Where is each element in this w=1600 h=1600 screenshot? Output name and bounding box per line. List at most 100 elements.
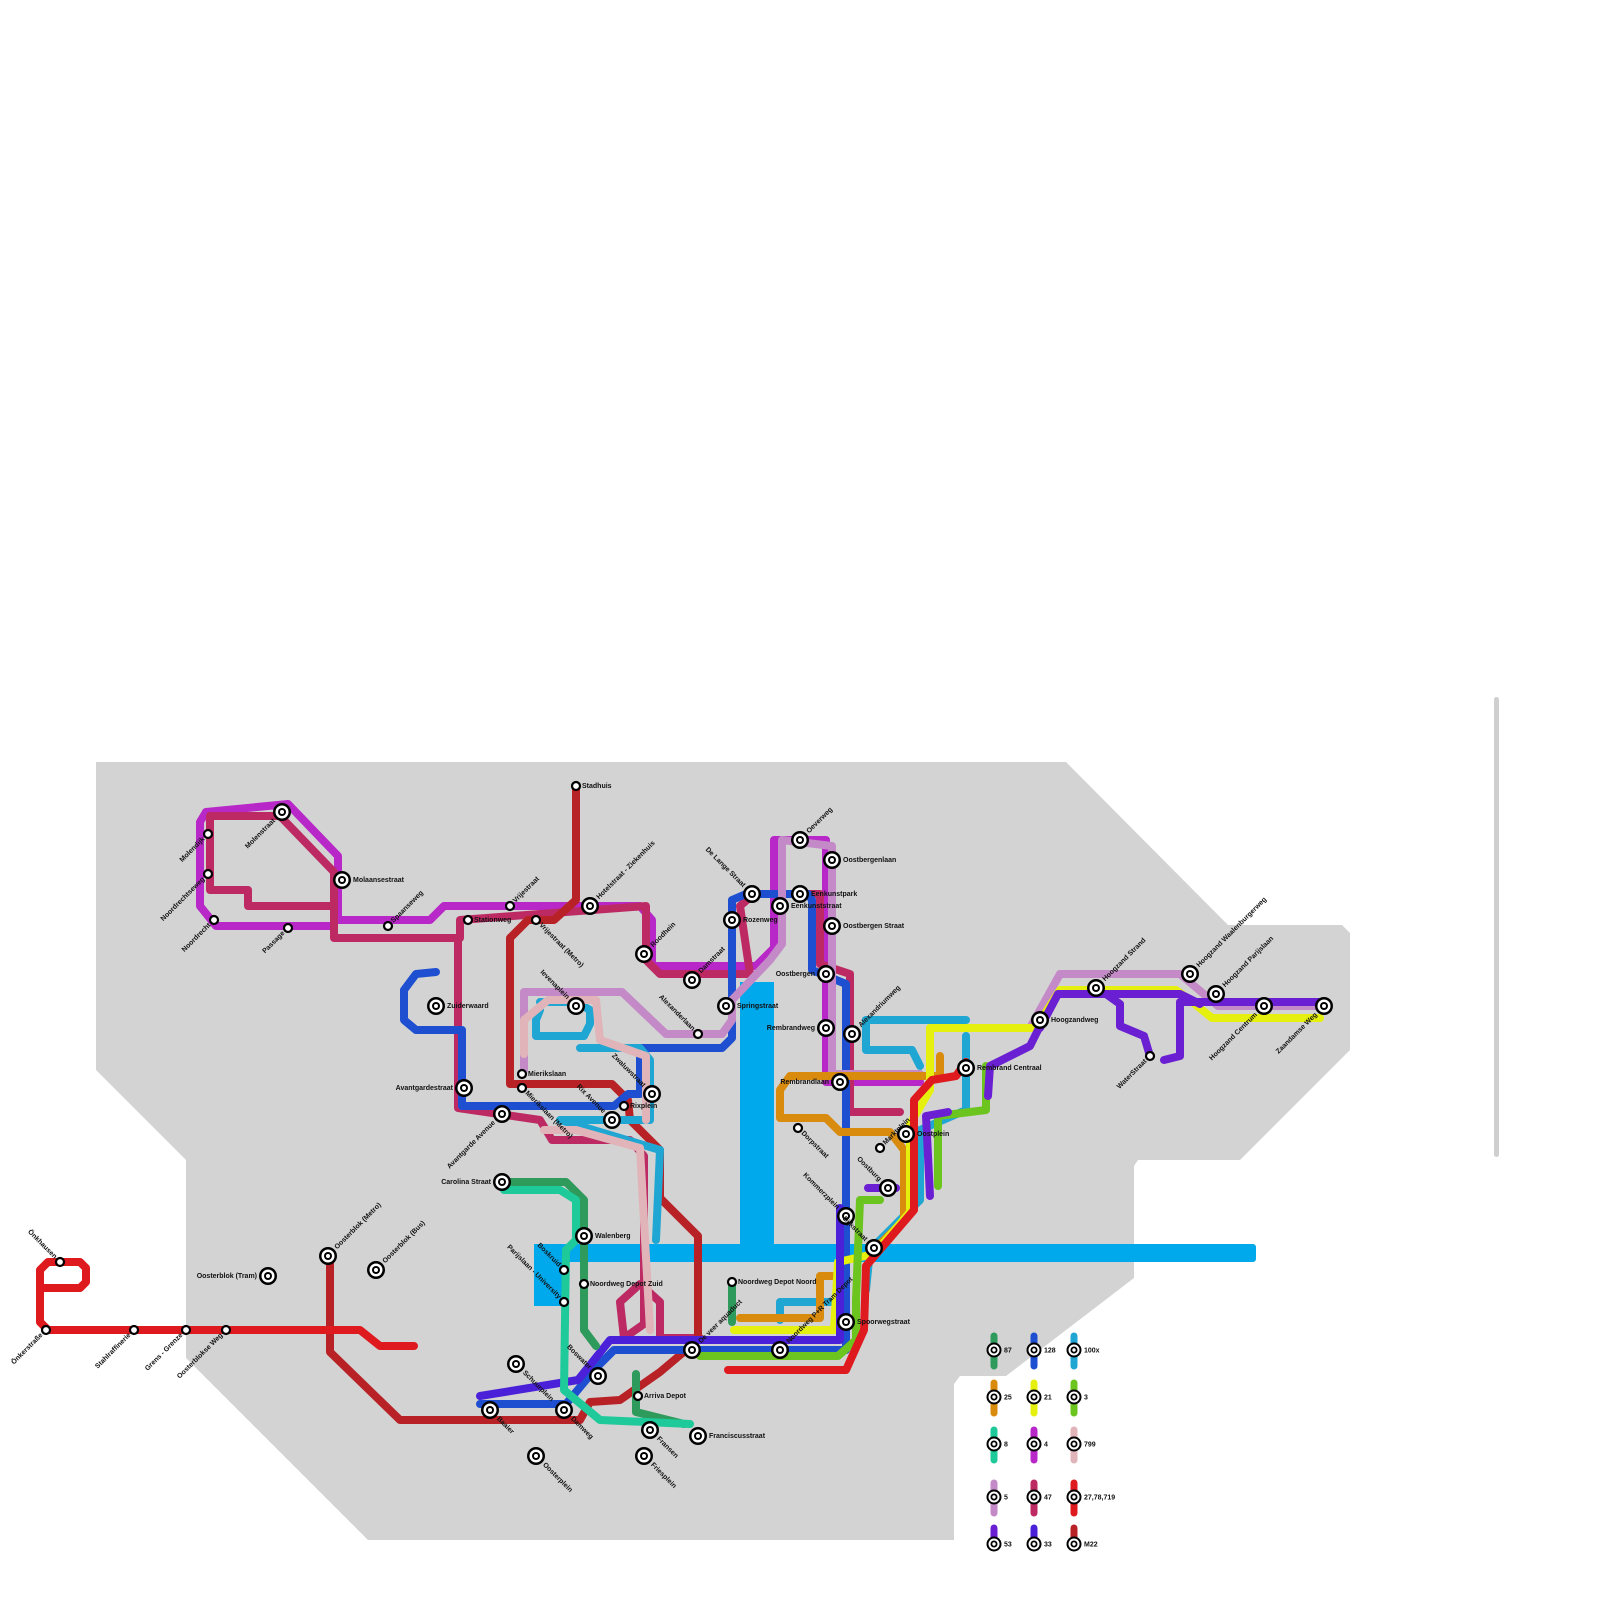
station-stop-icon[interactable] [578,1278,590,1290]
station-eenkunstpark[interactable]: Eenkunstpark [791,885,857,903]
legend-item-87: 87 [986,1332,1012,1370]
legend-label: 3 [1084,1394,1088,1401]
route-line-128 [400,890,850,1124]
station-stationweg[interactable]: Stationweg [462,914,511,926]
station-label: Stahlraffinerie [94,1332,132,1370]
station-springstraat[interactable]: Springstraat [717,997,779,1015]
station-rembrandlaan[interactable]: Rembrandlaan [780,1073,849,1091]
station-stop-icon[interactable] [40,1324,52,1336]
station-carolinastraat[interactable]: Carolina Straat [441,1173,511,1191]
station-label: Arriva Depot [644,1393,687,1400]
legend-item-21: 21 [1026,1379,1052,1417]
station-rembrandweg[interactable]: Rembrandweg [767,1019,835,1037]
station-stadhuis[interactable]: Stadhuis [570,780,612,792]
station-onkerstrasse[interactable]: Önkerstraße [9,1324,52,1367]
station-stop-icon[interactable] [692,1028,704,1040]
station-rozenweg[interactable]: Rozenweg [723,911,778,929]
station-stop-icon[interactable] [516,1082,528,1094]
legend-item-27-78-719: 27,78,719 [1066,1479,1115,1517]
legend-label: 53 [1004,1541,1012,1548]
station-oostplein[interactable]: Oostplein [897,1125,949,1143]
station-stop-icon[interactable] [54,1256,66,1268]
station-label: Oostplein [917,1131,949,1138]
legend-item-4: 4 [1026,1426,1048,1464]
route-line-53 [1160,998,1324,1064]
station-stop-icon[interactable] [1144,1050,1156,1062]
station-molaansestraat[interactable]: Molaansestraat [333,871,405,889]
station-hoogzandweg[interactable]: Hoogzandweg [1031,1011,1098,1029]
station-avantgardestraat[interactable]: Avantgardestraat [396,1079,473,1097]
legend-label: 87 [1004,1347,1012,1354]
station-label: Rembrand Centraal [977,1065,1042,1072]
route-line-47 [454,934,704,1342]
route-line-8 [500,1186,694,1428]
station-oostbergenstraat[interactable]: Oostbergen Straat [823,917,905,935]
station-noordweg_depot_zuid[interactable]: Noordweg Depot Zuid [578,1278,663,1290]
legend-item-128: 128 [1026,1332,1056,1370]
station-oosterblok_tram[interactable]: Oosterblok (Tram) [197,1267,277,1285]
station-stop-icon[interactable] [570,780,582,792]
station-rixplein[interactable]: Rixplein [618,1100,657,1112]
legend-item-53: 53 [986,1524,1012,1552]
station-label: Eenkunstpark [811,891,857,898]
station-oostbergenlaan[interactable]: Oostbergenlaan [823,851,896,869]
station-rembrandcentraal[interactable]: Rembrand Centraal [957,1059,1042,1077]
legend-label: 100x [1084,1347,1100,1354]
station-stop-icon[interactable] [180,1324,192,1336]
vertical-scrollbar[interactable] [1494,697,1499,1157]
station-label: Zuiderwaard [447,1003,489,1010]
station-stop-icon[interactable] [462,914,474,926]
station-label: Carolina Straat [441,1179,491,1186]
station-label: Rembrandlaan [780,1079,829,1086]
station-zuiderwaard[interactable]: Zuiderwaard [427,997,489,1015]
station-stop-icon[interactable] [632,1390,644,1402]
station-noordweg_depot_noord[interactable]: Noordweg Depot Noord [726,1276,817,1288]
route-line-4 [196,808,334,930]
station-mierikslaan[interactable]: Mierikslaan [516,1068,566,1080]
legend-label: 4 [1044,1441,1048,1448]
station-stop-icon[interactable] [282,922,294,934]
station-label: Önkerstraße [9,1331,45,1367]
station-label: Noordweg Depot Zuid [590,1281,663,1288]
station-label: Hoogzandweg [1051,1017,1098,1024]
station-label: Stationweg [474,917,511,924]
station-stop-icon[interactable] [558,1296,570,1308]
station-label: Oostbergen Straat [843,923,905,930]
station-label: Avantgardestraat [396,1085,454,1092]
station-stop-icon[interactable] [220,1324,232,1336]
station-arrivadepot[interactable]: Arriva Depot [632,1390,687,1402]
station-oostbergen[interactable]: Oostbergen [776,965,835,983]
legend-label: 33 [1044,1541,1052,1548]
station-stop-icon[interactable] [202,828,214,840]
route-line-100x [862,1016,924,1070]
station-label: Önkhausen [26,1227,59,1260]
station-label: Spoorwegstraat [857,1319,911,1326]
water-body [534,982,1256,1306]
station-walenberg[interactable]: Walenberg [575,1227,631,1245]
station-franciscusstraat[interactable]: Franciscusstraat [689,1427,766,1445]
legend-label: 21 [1044,1394,1052,1401]
station-stop-icon[interactable] [792,1122,804,1134]
route-line-27-78-719 [724,1058,970,1374]
legend-item-33: 33 [1026,1524,1052,1552]
station-stop-icon[interactable] [202,868,214,880]
station-stop-icon[interactable] [618,1100,630,1112]
station-eenkunststraat[interactable]: Eenkunststraat [771,897,842,915]
station-stop-icon[interactable] [208,914,220,926]
station-label: Rozenweg [743,917,778,924]
station-stop-icon[interactable] [382,920,394,932]
station-stop-icon[interactable] [530,914,542,926]
station-stop-icon[interactable] [504,900,516,912]
station-spoorwegstraat[interactable]: Spoorwegstraat [837,1313,911,1331]
station-stop-icon[interactable] [128,1324,140,1336]
legend-label: 27,78,719 [1084,1494,1115,1501]
legend-label: 25 [1004,1394,1012,1401]
station-stop-icon[interactable] [558,1264,570,1276]
station-stop-icon[interactable] [516,1068,528,1080]
station-stop-icon[interactable] [874,1142,886,1154]
legend-item-5: 5 [986,1479,1008,1517]
station-label: Oosterblok (Tram) [197,1273,257,1280]
station-stop-icon[interactable] [726,1276,738,1288]
